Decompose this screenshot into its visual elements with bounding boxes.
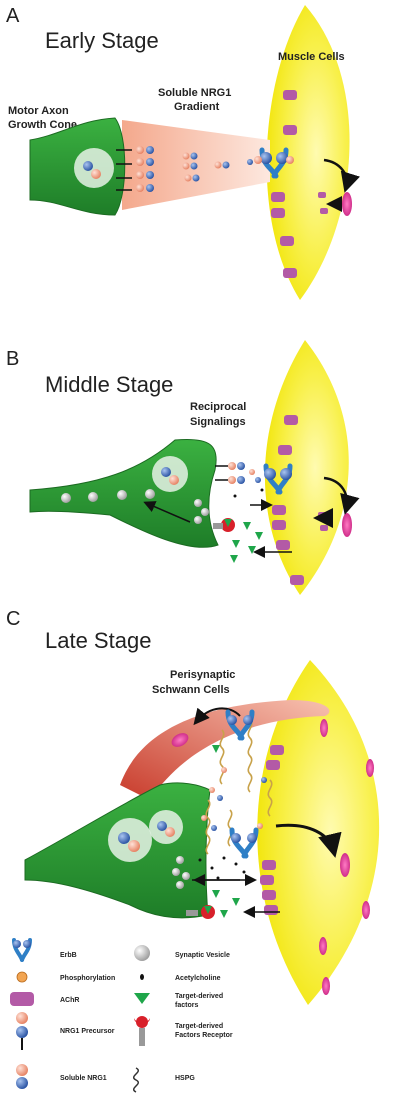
legend-factors-icon xyxy=(134,993,150,1004)
legend-hspg-icon xyxy=(133,1067,139,1093)
muscle-cell-b xyxy=(264,340,349,595)
legend-factors-label2: factors xyxy=(175,1002,198,1009)
signal-label-line1: Reciprocal xyxy=(190,401,246,413)
muscle-cells-label: Muscle Cells xyxy=(278,51,345,63)
schwann-cell xyxy=(120,700,330,800)
legend-phosphorylation-label: Phosphorylation xyxy=(60,975,115,982)
erbb-receptor-b xyxy=(263,463,293,495)
legend-achr-label: AChR xyxy=(60,997,79,1004)
legend-erbb-icon xyxy=(12,938,32,962)
panel-a: A Early Stage Muscle Cells Soluble NRG1 … xyxy=(6,5,360,300)
legend-vesicle-icon xyxy=(134,945,150,961)
axon-label-line2: Growth Cone xyxy=(8,119,77,131)
nrg1-particles-c xyxy=(201,767,267,831)
achr-clusters-b xyxy=(272,415,328,585)
schwann-label-line2: Schwann Cells xyxy=(152,684,230,696)
legend-phosphorylation-icon xyxy=(16,971,28,983)
panel-c-title: Late Stage xyxy=(45,628,151,653)
erbb-receptor-c1 xyxy=(225,709,255,741)
legend-acetylcholine-label: Acetylcholine xyxy=(175,975,221,982)
legend-nrg1-precursor-icon xyxy=(16,1012,28,1050)
panel-b-title: Middle Stage xyxy=(45,372,173,397)
legend-hspg-label: HSPG xyxy=(175,1075,195,1082)
legend-receptor-label1: Target-derived xyxy=(175,1023,223,1030)
legend-achr-icon xyxy=(10,992,34,1006)
muscle-cell-a xyxy=(266,5,350,300)
schwann-label-line1: Perisynaptic xyxy=(170,669,235,681)
panel-c-letter: C xyxy=(6,608,20,630)
axon-label-line1: Motor Axon xyxy=(8,105,69,117)
nrg1-blue-a1 xyxy=(83,161,93,171)
panel-a-title: Early Stage xyxy=(45,28,159,53)
legend-erbb-label: ErbB xyxy=(60,952,77,959)
factors-b xyxy=(230,522,263,563)
acetylcholine-c xyxy=(198,856,246,880)
legend-factors-label1: Target-derived xyxy=(175,993,223,1000)
nrg1-pink-a1 xyxy=(91,169,101,179)
hspg-squiggles xyxy=(205,719,273,855)
legend-receptor-icon xyxy=(134,1016,150,1046)
gradient-label-line2: Gradient xyxy=(174,101,220,113)
panel-b: B Middle Stage Reciprocal Signalings xyxy=(6,340,360,595)
panel-b-letter: B xyxy=(6,348,19,370)
legend-vesicle-label: Synaptic Vesicle xyxy=(175,952,230,959)
gradient-label-line1: Soluble NRG1 xyxy=(158,87,231,99)
legend-soluble-nrg1-icon xyxy=(16,1064,28,1089)
signal-label-line2: Signalings xyxy=(190,416,246,428)
achr-clusters-a xyxy=(271,90,328,278)
legend: ErbB Synaptic Vesicle Phosphorylation Ac… xyxy=(10,938,233,1093)
muscle-nucleus-a xyxy=(342,192,352,216)
legend-receptor-label2: Factors Receptor xyxy=(175,1032,233,1039)
vesicle-large-a xyxy=(74,148,114,188)
panel-c: C Late Stage Perisynaptic Schwann Cells xyxy=(6,608,380,1005)
legend-precursor-label: NRG1 Precursor xyxy=(60,1028,115,1035)
erbb-receptor-a xyxy=(254,147,294,179)
legend-acetylcholine-icon xyxy=(140,974,144,980)
legend-soluble-label: Soluble NRG1 xyxy=(60,1075,107,1082)
factors-c xyxy=(212,745,240,918)
panel-a-letter: A xyxy=(6,5,20,27)
erbb-receptor-c2 xyxy=(229,827,259,859)
